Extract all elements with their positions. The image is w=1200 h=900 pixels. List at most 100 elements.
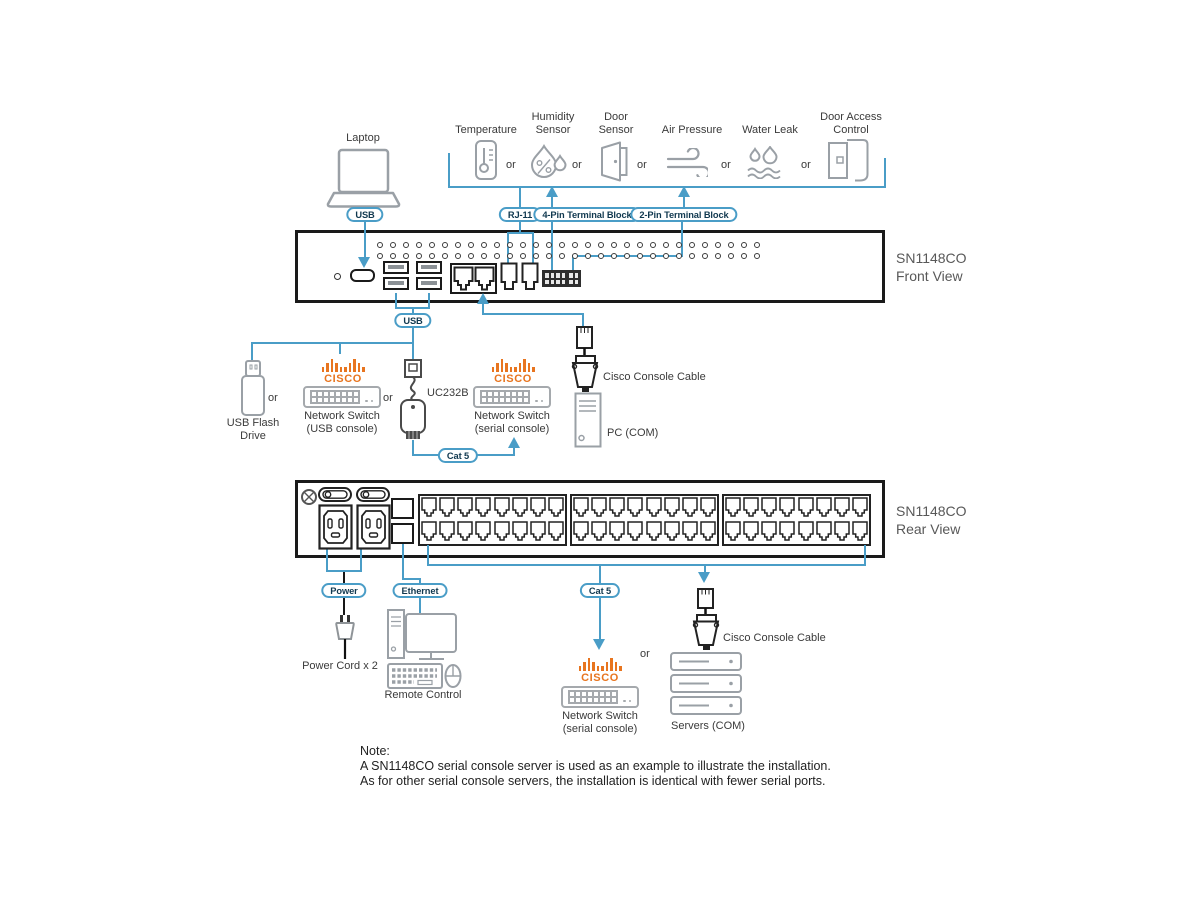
rj45-bank-2	[570, 494, 719, 546]
pc-tower-icon	[574, 392, 602, 448]
cat5-mid-up-arrow	[508, 437, 520, 448]
or-label-4: or	[721, 159, 731, 171]
laptop-usb-line	[364, 212, 366, 258]
rj11-pill: RJ-11	[498, 207, 542, 222]
2pin-terminal-pill: 2-Pin Terminal Block	[630, 207, 738, 222]
rj11-port-1	[500, 262, 518, 291]
rj11-line-b	[532, 232, 534, 263]
laptop-icon	[325, 147, 401, 213]
power-line-a	[326, 549, 328, 572]
servers-com-label: Servers (COM)	[671, 720, 745, 732]
cat5-drop-v2	[599, 598, 601, 640]
ethernet-pill: Ethernet	[392, 583, 448, 598]
rj11-pill-stem	[519, 221, 521, 233]
temperature-sensor-icon	[474, 139, 498, 181]
ethernet-line-v1	[402, 544, 404, 580]
air-pressure-icon	[666, 148, 708, 177]
usb-pill-mid: USB	[394, 313, 432, 328]
reset-button	[334, 273, 341, 280]
power-line-b	[360, 549, 362, 572]
power-cord-icon	[334, 614, 356, 660]
usb-branch-uc232b	[412, 342, 414, 361]
door-access-control-icon	[827, 138, 873, 183]
network-switch-serial-label-bottom: Network Switch (serial console)	[562, 710, 638, 735]
console-line-v1	[482, 303, 484, 315]
cisco-logo-1: CISCO	[317, 359, 369, 385]
usb-flash-drive-label: USB Flash Drive	[226, 417, 280, 442]
2pin-port-line-v2	[572, 255, 574, 270]
usb-branch-switch	[339, 342, 341, 354]
servers-icon	[670, 652, 744, 716]
cisco-logo-3: CISCO	[574, 658, 626, 684]
mini-usb-port	[350, 269, 375, 282]
cat5-bus-left	[427, 545, 429, 566]
or-label-mid-2: or	[383, 392, 393, 404]
cat5-down-arrow	[593, 639, 605, 650]
sensor-bracket-left	[448, 153, 450, 188]
rj11-drop-line	[519, 186, 521, 208]
usb-port-1	[383, 261, 409, 274]
usb-bracket-a	[395, 293, 397, 309]
sensor-label-door: Door Sensor	[598, 111, 634, 136]
door-sensor-icon	[599, 140, 629, 183]
usb-branch-stem	[412, 327, 414, 344]
cat5-mid-line-v2	[513, 447, 515, 456]
uc232b-label: UC232B	[427, 387, 469, 399]
power-switch-2	[356, 487, 390, 503]
front-led-grid	[377, 242, 760, 264]
cisco-console-cable-icon-mid	[569, 325, 601, 395]
cisco-bars-icon	[317, 359, 369, 372]
power-cord-label: Power Cord x 2	[302, 660, 378, 672]
or-label-mid-1: or	[268, 392, 278, 404]
lan-port-b	[391, 523, 414, 544]
remote-control-label: Remote Control	[384, 689, 462, 701]
cisco-console-cable-icon-bottom	[690, 587, 722, 653]
cat5-bus-h	[427, 564, 866, 566]
cat5-bus-right	[864, 545, 866, 566]
power-inlet-1	[318, 504, 353, 550]
usb-pill-top: USB	[346, 207, 384, 222]
laptop-usb-arrow	[358, 257, 370, 268]
lan-port-a	[391, 498, 414, 519]
note-line-2: As for other serial console servers, the…	[360, 774, 826, 788]
rj11-split-line	[507, 232, 534, 234]
rj11-port-2	[521, 262, 539, 291]
usb-port-4	[416, 277, 442, 290]
network-switch-usb-label: Network Switch (USB console)	[304, 410, 380, 435]
4pin-terminal-block-port	[542, 270, 568, 287]
ethernet-line-v2	[419, 578, 421, 585]
cat5-pill-bottom: Cat 5	[579, 583, 621, 598]
cat5-mid-line-v	[412, 440, 414, 456]
usb-branch-flash	[251, 342, 253, 361]
cat5-pill-mid: Cat 5	[437, 448, 479, 463]
ethernet-line-h	[402, 578, 421, 580]
ethernet-line-v3	[419, 598, 421, 613]
network-switch-serial-icon-mid	[473, 386, 551, 408]
4pin-up-arrow	[546, 186, 558, 197]
sensor-label-air-pressure: Air Pressure	[661, 124, 723, 136]
4pin-up-shaft	[551, 196, 553, 208]
power-line-join	[326, 570, 362, 572]
uc232b-adapter-icon	[390, 358, 438, 442]
console-drop-v	[704, 564, 706, 573]
rj45-bank-1	[418, 494, 567, 546]
4pin-port-line	[551, 221, 553, 270]
or-label-5: or	[801, 159, 811, 171]
remote-control-icon	[386, 608, 464, 690]
power-pill: Power	[321, 583, 367, 598]
power-switch-1	[318, 487, 352, 503]
network-switch-serial-label-mid: Network Switch (serial console)	[474, 410, 550, 435]
usb-port-2	[383, 277, 409, 290]
rj45-bank-3	[722, 494, 871, 546]
or-label-1: or	[506, 159, 516, 171]
sensor-bracket-right	[884, 158, 886, 188]
usb-flash-drive-icon	[240, 359, 266, 417]
cat5-drop-v1	[599, 564, 601, 585]
sensor-label-temperature: Temperature	[455, 124, 517, 136]
rj45-up-arrow	[477, 293, 489, 304]
rj45-port-2	[474, 266, 495, 292]
usb-bracket-b	[428, 293, 430, 309]
sensor-label-door-access: Door Access Control	[820, 111, 882, 136]
